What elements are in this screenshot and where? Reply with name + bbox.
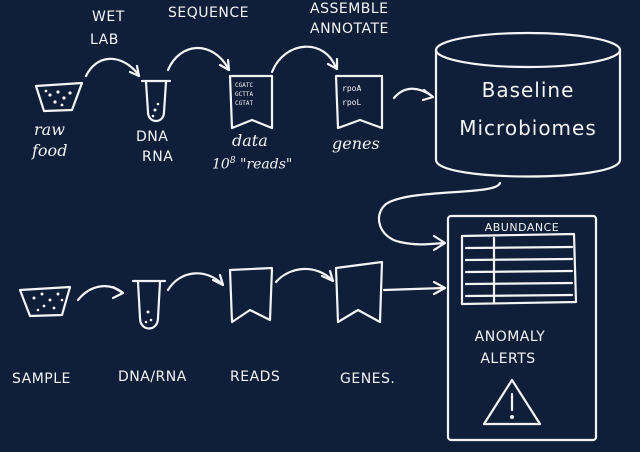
reads-document-icon (228, 266, 274, 324)
gene-snippet-1: rpoA (342, 84, 362, 93)
abundance-label: ABUNDANCE (484, 221, 560, 234)
reads-count-label: 108 "reads" (212, 156, 293, 173)
sample-bowl-icon (18, 285, 72, 318)
arrow-database-to-panel (377, 181, 502, 246)
warning-triangle-icon (482, 378, 542, 426)
data-document-icon (228, 74, 274, 130)
arrow-to-database (392, 87, 434, 100)
arrow-tube-to-reads (166, 272, 224, 292)
test-tube-icon (140, 79, 172, 123)
arrow-assemble (270, 45, 338, 74)
arrow-genes-to-panel (382, 286, 446, 292)
food-label: food (32, 141, 68, 160)
sample-label: SAMPLE (12, 371, 71, 387)
seq-snippet-3: CGTAT (235, 100, 254, 107)
sequence-label: SEQUENCE (168, 5, 249, 21)
genes-bottom-label: GENES. (340, 371, 396, 387)
database-title-2: Microbiomes (459, 116, 597, 140)
seq-snippet-1: CGATC (235, 82, 254, 89)
anomaly-label: ANOMALY (474, 329, 546, 345)
assemble-label: ASSEMBLE (310, 1, 389, 17)
rna-label: RNA (142, 149, 174, 165)
arrow-reads-to-genes (274, 267, 334, 284)
arrow-wet-lab (84, 57, 140, 78)
database-title-1: Baseline (481, 78, 575, 102)
genes-bottom-document-icon (334, 260, 384, 324)
database-cylinder-icon (434, 31, 622, 178)
dna-rna-label: DNA/RNA (118, 369, 187, 385)
anomaly-panel (446, 214, 598, 442)
raw-label: raw (34, 120, 65, 139)
wet-lab-label-1: WET (92, 9, 125, 25)
dna-label: DNA (136, 129, 169, 145)
reads-label: READS (230, 369, 281, 385)
data-label: data (232, 131, 268, 150)
seq-snippet-2: GCTTA (235, 91, 254, 98)
food-bowl-icon (34, 81, 84, 113)
alerts-label: ALERTS (480, 351, 536, 367)
genes-label: genes (332, 134, 380, 153)
genes-document-icon (334, 74, 384, 130)
annotate-label: ANNOTATE (310, 21, 389, 37)
wet-lab-label-2: LAB (90, 32, 119, 48)
arrow-sequence (166, 46, 230, 72)
test-tube-bottom-icon (131, 279, 167, 330)
gene-snippet-2: rpoL (342, 98, 362, 107)
